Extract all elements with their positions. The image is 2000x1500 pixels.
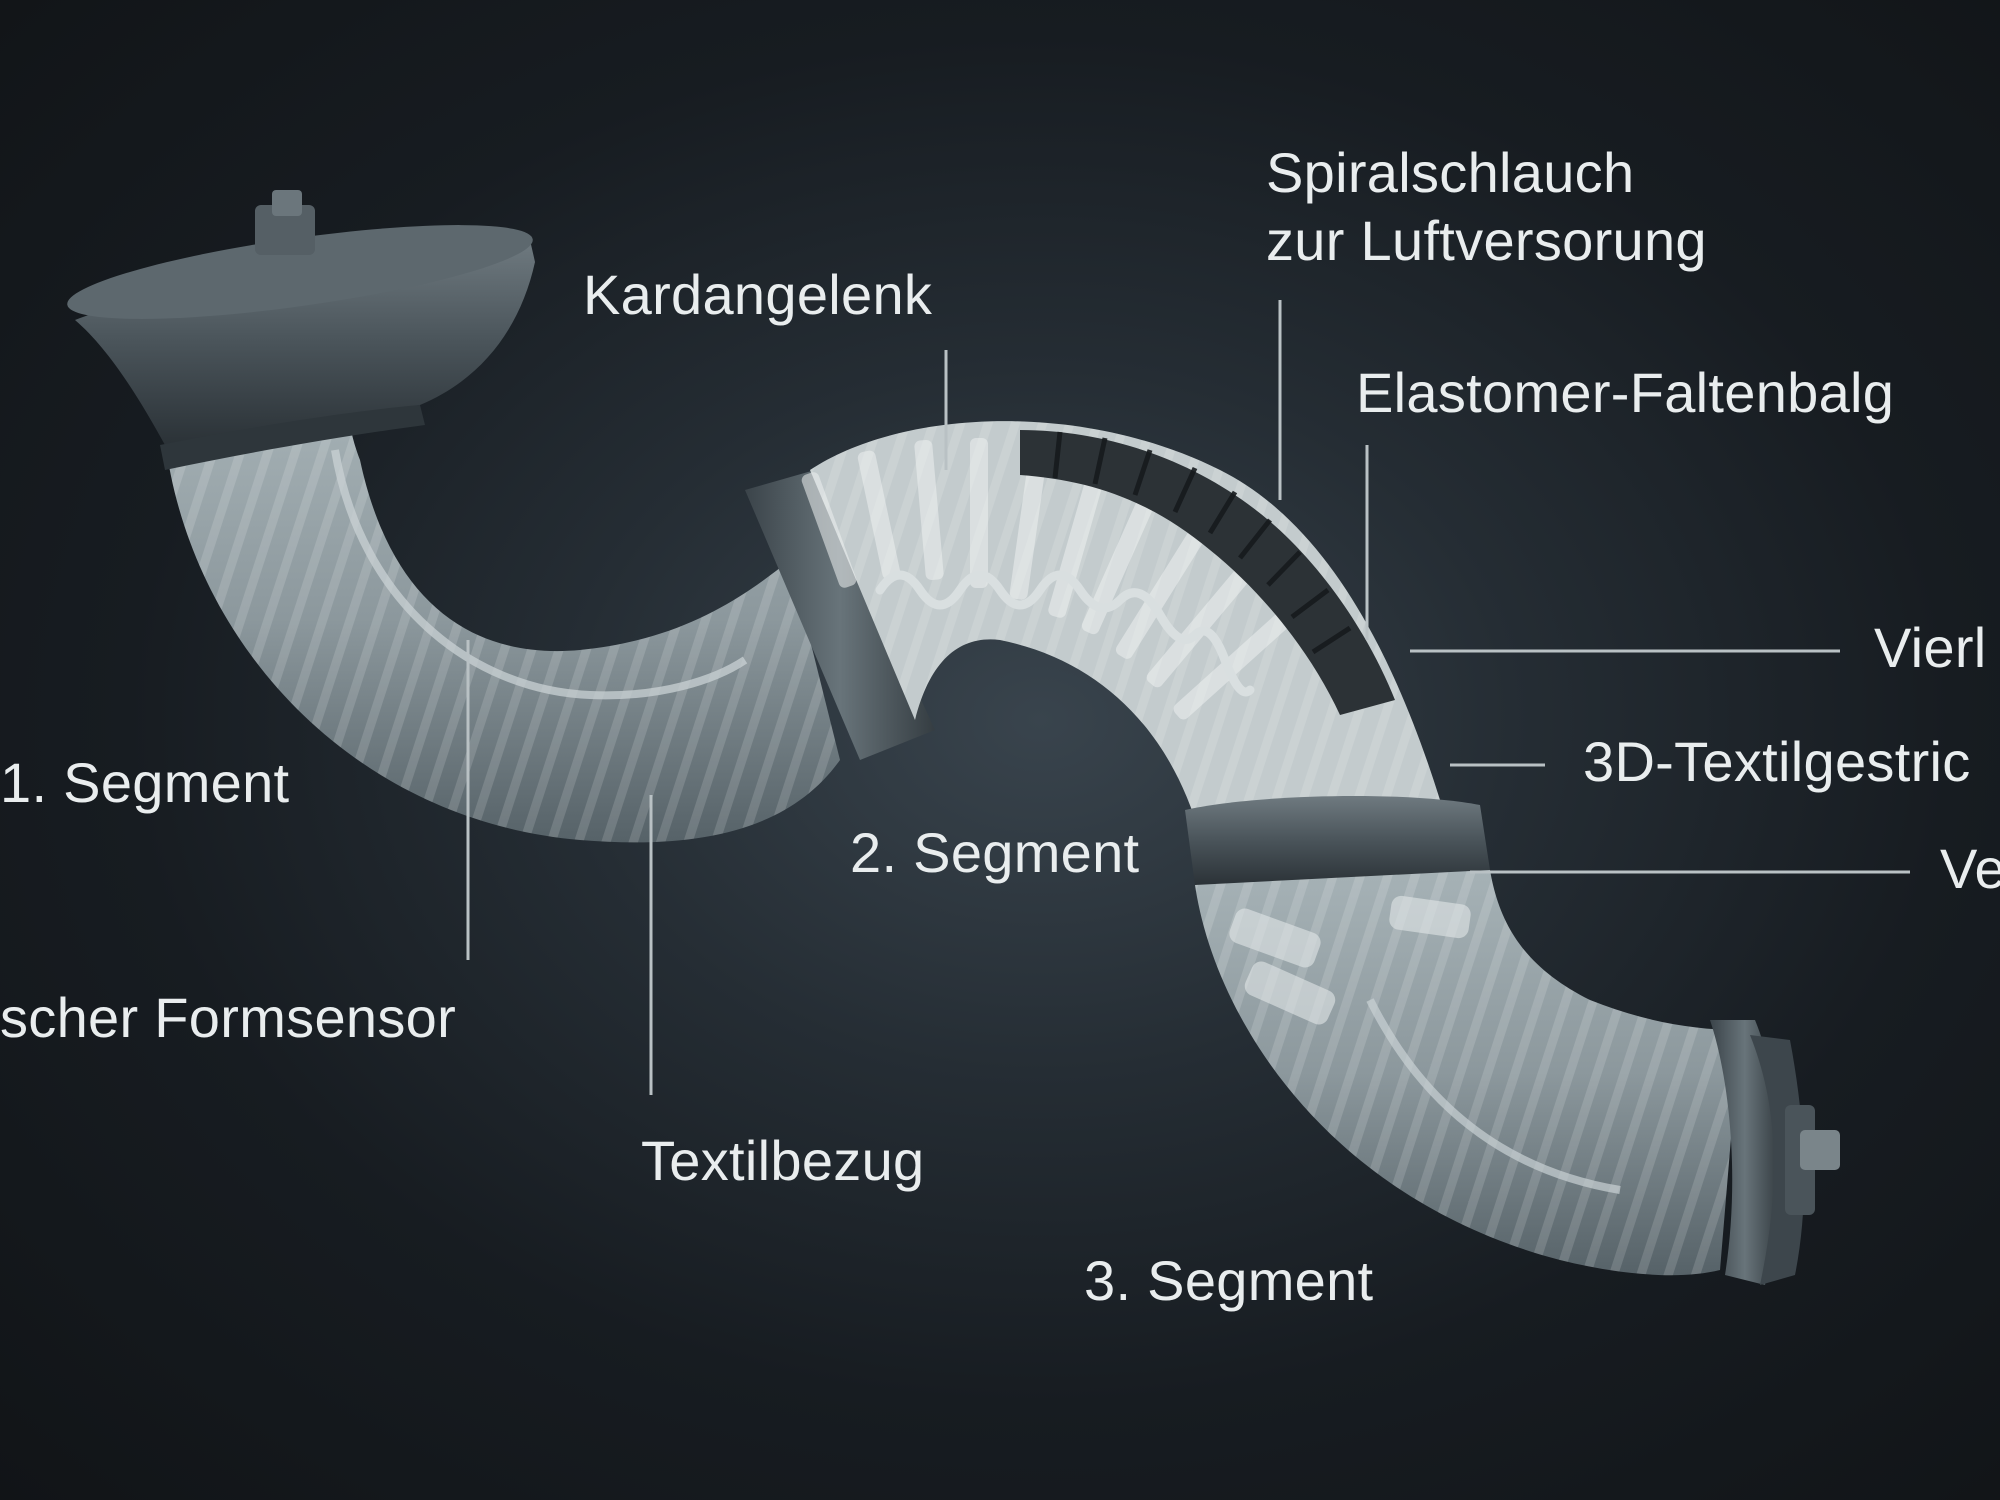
kardan-joint — [745, 470, 935, 760]
segment-2-body — [801, 421, 1440, 835]
segment-3-body — [1195, 870, 1740, 1276]
label-3d-textilgestric: 3D-Textilgestric — [1583, 730, 1971, 793]
leader-lines — [466, 300, 1910, 1095]
label-spiralschlauch-line1: Spiralschlauch — [1266, 141, 1635, 204]
label-textilbezug: Textilbezug — [641, 1129, 925, 1192]
label-segment-1: 1. Segment — [0, 751, 290, 814]
segment-1-body — [165, 395, 840, 843]
label-ve: Ve — [1940, 837, 2000, 900]
label-vierl: Vierl — [1874, 616, 1987, 679]
label-elastomer-faltenbalg: Elastomer-Faltenbalg — [1356, 361, 1895, 424]
label-formsensor: scher Formsensor — [0, 986, 457, 1049]
segment-connector-ring — [1185, 795, 1490, 885]
bottom-end-flange — [1710, 1020, 1840, 1285]
label-segment-2: 2. Segment — [850, 821, 1140, 884]
top-flange — [67, 190, 535, 470]
label-kardangelenk: Kardangelenk — [583, 263, 933, 326]
label-spiralschlauch-line2: zur Luftversorung — [1266, 209, 1707, 272]
label-segment-3: 3. Segment — [1084, 1249, 1374, 1312]
